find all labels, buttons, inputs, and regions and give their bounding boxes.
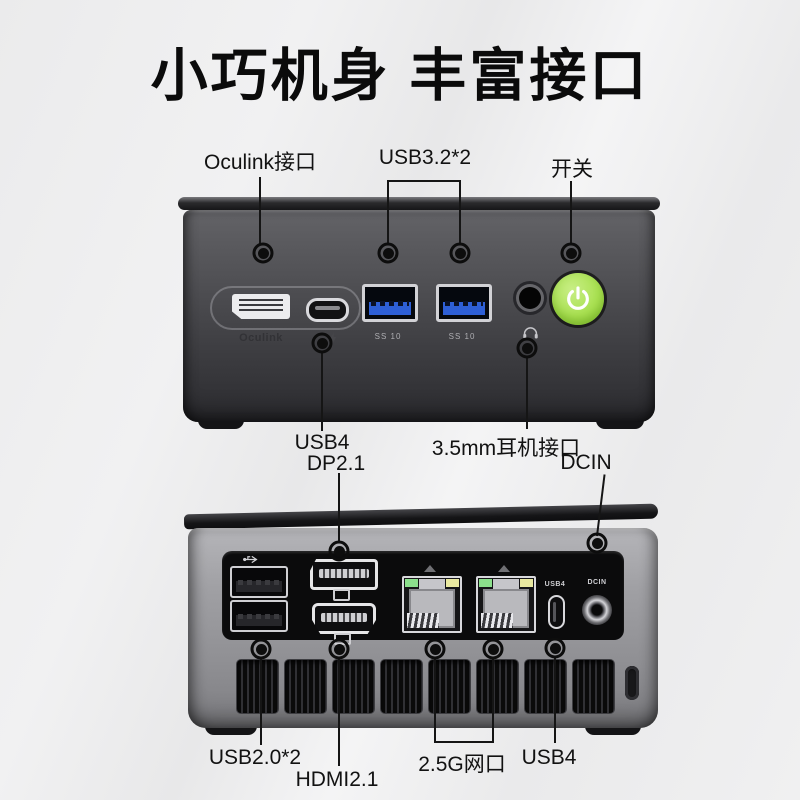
callout-line xyxy=(554,656,556,743)
callout-line xyxy=(259,177,261,244)
headphone-jack xyxy=(519,287,541,309)
callout-line xyxy=(492,658,494,743)
usb4-type-c-port xyxy=(548,595,565,629)
vent-slot xyxy=(476,659,519,714)
arrow-up-icon xyxy=(424,565,436,572)
usb-pins xyxy=(238,580,280,585)
power-button xyxy=(552,273,604,325)
usb-tongue xyxy=(236,615,282,626)
port-contacts xyxy=(321,613,367,622)
dcin-marking: DCIN xyxy=(587,579,607,586)
vent-slot xyxy=(572,659,615,714)
vent-slot xyxy=(284,659,327,714)
usb3-port xyxy=(362,284,418,322)
ss10-icon: SS 10 xyxy=(448,332,476,341)
front-device-panel: Oculink SS 10 SS 10 xyxy=(183,210,655,422)
callout-dot-eth1 xyxy=(424,638,446,660)
callout-line xyxy=(526,357,528,429)
usb-pins xyxy=(445,301,483,306)
hdmi-port xyxy=(312,603,376,634)
ethernet-led-yellow xyxy=(520,579,533,587)
usb-pins xyxy=(238,614,280,619)
callout-dot-dcin xyxy=(586,532,608,554)
callout-dot-dp xyxy=(328,540,350,562)
callout-label-usb4-front: USB4 xyxy=(294,431,350,454)
page-title: 小巧机身 丰富接口 xyxy=(150,44,650,108)
rj45-pins xyxy=(407,613,439,628)
displayport-port xyxy=(310,559,378,590)
usb2-port xyxy=(230,600,288,632)
callout-dot-headphone xyxy=(516,337,538,359)
callout-bracket xyxy=(387,180,461,182)
rear-port-panel: USB4 DCIN xyxy=(222,551,624,645)
callout-label-ethernet: 2.5G网口 xyxy=(418,753,506,776)
usb-tongue xyxy=(236,581,282,592)
callout-dot-usb4-front xyxy=(311,332,333,354)
rear-device-lid xyxy=(183,503,659,530)
front-device-lid xyxy=(178,197,660,210)
power-icon xyxy=(567,286,589,310)
callout-line xyxy=(321,352,323,431)
callout-dot-usb4-rear xyxy=(544,637,566,659)
usb3-port xyxy=(436,284,492,322)
usb-trident-icon xyxy=(243,555,258,564)
rj45-tab xyxy=(493,579,519,590)
callout-line xyxy=(338,473,340,543)
callout-label-oculink: Oculink接口 xyxy=(203,151,317,174)
vent-slot xyxy=(236,659,279,714)
arrow-up-icon xyxy=(498,565,510,572)
ethernet-led-green xyxy=(405,579,418,587)
callout-bracket xyxy=(434,741,494,743)
usb4-marking: USB4 xyxy=(544,581,566,588)
vent-grille xyxy=(236,659,615,714)
dc-in-jack xyxy=(582,595,612,625)
callout-dot-eth2 xyxy=(482,638,504,660)
ethernet-led-green xyxy=(479,579,492,587)
oculink-port xyxy=(232,294,290,319)
port-recess xyxy=(210,286,361,330)
vent-slot xyxy=(380,659,423,714)
ss10-icon: SS 10 xyxy=(374,332,402,341)
callout-dot-hdmi xyxy=(328,638,350,660)
callout-label-power-switch: 开关 xyxy=(551,158,593,181)
callout-dot-power-switch xyxy=(560,242,582,264)
dp-icon xyxy=(333,589,350,601)
callout-label-usb2: USB2.0*2 xyxy=(208,746,302,769)
port-contacts xyxy=(319,569,369,578)
usb4-type-c-port xyxy=(306,298,349,322)
callout-label-usb32: USB3.2*2 xyxy=(378,146,472,169)
ethernet-port xyxy=(402,576,462,633)
callout-line xyxy=(434,658,436,743)
callout-line xyxy=(459,181,461,244)
port-contacts xyxy=(239,299,283,314)
rj45-pins xyxy=(481,613,513,628)
callout-dot-oculink xyxy=(252,242,274,264)
callout-label-dp: DP2.1 xyxy=(306,452,366,475)
callout-label-dcin: DCIN xyxy=(560,451,612,474)
callout-label-hdmi: HDMI2.1 xyxy=(295,768,379,791)
kensington-lock-slot xyxy=(625,666,639,700)
callout-line xyxy=(387,181,389,244)
callout-line xyxy=(570,181,572,244)
usb2-port xyxy=(230,566,288,598)
usb-pins xyxy=(371,301,409,306)
rj45-tab xyxy=(419,579,445,590)
callout-label-headphone: 3.5mm耳机接口 xyxy=(431,437,581,460)
ethernet-port xyxy=(476,576,536,633)
ethernet-led-yellow xyxy=(446,579,459,587)
oculink-marking: Oculink xyxy=(239,332,283,344)
lightning-icon xyxy=(330,332,337,345)
callout-dot-usb32-a xyxy=(377,242,399,264)
callout-label-usb4-rear: USB4 xyxy=(521,746,577,769)
vent-slot xyxy=(524,659,567,714)
callout-line xyxy=(260,658,262,745)
callout-dot-usb32-b xyxy=(449,242,471,264)
callout-dot-usb2 xyxy=(250,638,272,660)
callout-line xyxy=(338,658,340,766)
